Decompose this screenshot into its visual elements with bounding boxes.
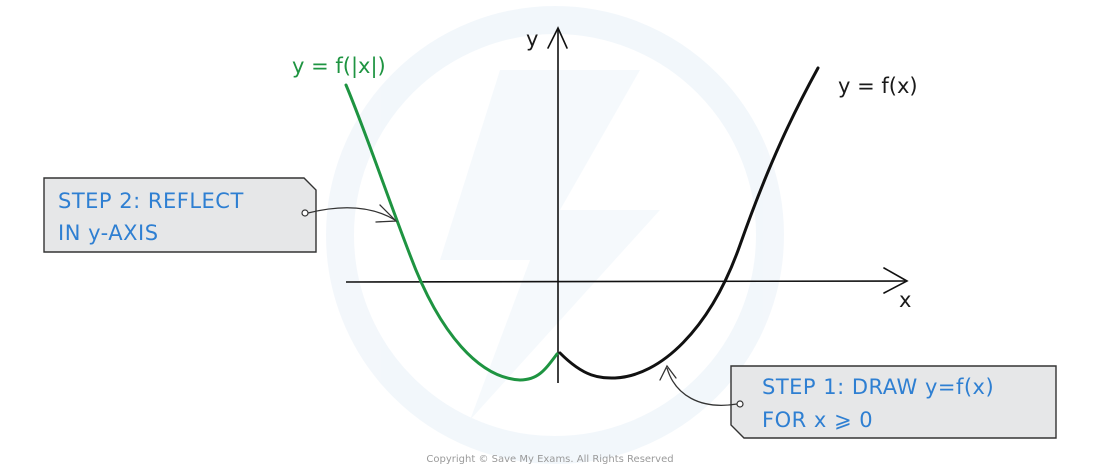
step1-connector-dot [736,400,744,408]
step2-callout: STEP 2: REFLECT IN y-AXIS [43,177,398,253]
copyright-notice: Copyright © Save My Exams. All Rights Re… [426,454,673,465]
step1-arrowhead [659,364,677,381]
y-axis-arrowhead [547,26,568,49]
curve-f-abs-x-label: y = f(|x|) [292,54,386,79]
step2-line2: IN y-AXIS [58,221,159,245]
step2-line1: STEP 2: REFLECT [58,189,244,213]
step2-arrowhead [375,204,398,223]
step1-line1: STEP 1: DRAW y=f(x) [762,375,994,399]
step1-callout: STEP 1: DRAW y=f(x) FOR x ⩾ 0 [659,364,1057,439]
step2-connector-arrow [307,207,396,221]
step1-box [730,365,1057,439]
axes [345,26,909,383]
curve-f-x-label: y = f(x) [838,74,918,98]
x-axis-line [345,280,906,283]
step2-box [43,177,317,253]
x-axis-label: x [899,288,911,312]
step1-line2: FOR x ⩾ 0 [762,408,873,432]
step2-connector-dot [301,209,309,217]
curve-f-x [558,66,820,380]
y-axis-label: y [526,27,538,51]
step1-connector-arrow [666,367,738,406]
watermark-logo [326,6,784,464]
curve-f-abs-x [344,83,559,382]
x-axis-arrowhead [883,267,909,294]
